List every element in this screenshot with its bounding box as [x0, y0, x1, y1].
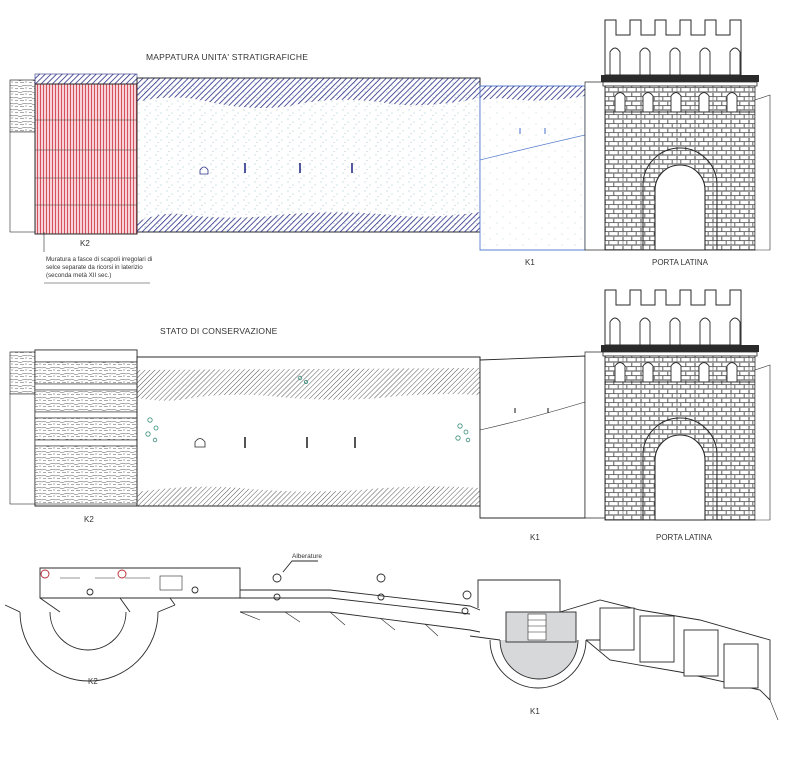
- plan-legend-label: Alberature: [292, 553, 322, 560]
- k2-note-line-3: (seconda metà XII sec.): [46, 272, 111, 279]
- elevation-conservation-title: STATO DI CONSERVAZIONE: [160, 326, 278, 336]
- k2-label-mid: K2: [84, 515, 94, 524]
- elevation-stratigraphic-title: MAPPATURA UNITA' STRATIGRAFICHE: [146, 52, 308, 62]
- k1-label-mid: K1: [530, 533, 540, 542]
- k2-label-plan: K2: [88, 677, 98, 686]
- k2-tower-face: [34, 83, 138, 235]
- elevation-conservation: STATO DI CONSERVAZIONE: [9, 289, 771, 542]
- k2-note-line-1: Muratura a fasce di scapoli irregolari d…: [46, 256, 152, 263]
- k2-label-top: K2: [80, 239, 90, 248]
- k1-wall-conservation: [479, 355, 586, 519]
- plan-view: Alberature K2 K1: [4, 553, 779, 721]
- k2-note-line-2: selce separate da ricorsi in laterizio: [46, 264, 143, 271]
- k2-top-band: [34, 73, 138, 85]
- gate-label-top: PORTA LATINA: [652, 258, 709, 267]
- k1-label-plan: K1: [530, 707, 540, 716]
- k1-label-top: K1: [525, 258, 535, 267]
- elevation-stratigraphic: MAPPATURA UNITA' STRATIGRAFICHE K2 K1 PO…: [9, 19, 771, 284]
- k1-wall-top: [479, 85, 586, 251]
- gate-label-mid: PORTA LATINA: [656, 533, 713, 542]
